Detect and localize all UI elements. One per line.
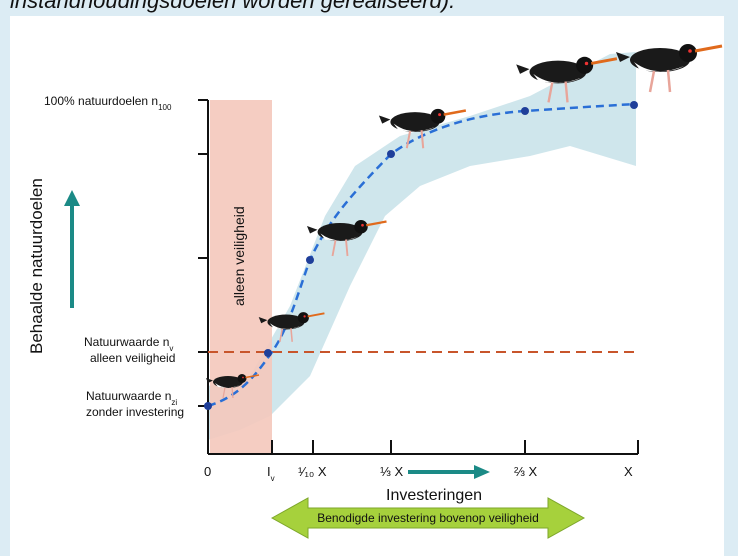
x-arrow-icon <box>474 465 490 479</box>
x-tick-two-thirds: ⅔ X <box>514 464 537 479</box>
safety-only-band <box>210 100 272 454</box>
nature-goals-curve <box>207 102 637 408</box>
label-nzi-line2: zonder investering <box>86 405 184 419</box>
diagram-panel: alleen veiligheid Behaalde natuurdoelen <box>10 16 724 556</box>
x-tick-third: ⅓ X <box>380 464 403 479</box>
x-axis-ticks <box>271 440 639 454</box>
y-arrow-icon <box>64 190 80 206</box>
x-tick-x: X <box>624 464 633 479</box>
x-tick-0: 0 <box>204 464 211 479</box>
x-tick-tenth: ¹⁄₁₀ X <box>298 464 327 479</box>
y-axis-ticks <box>198 99 208 407</box>
label-nzi-line1: Natuurwaarde nzi <box>86 389 177 407</box>
y-axis-title: Behaalde natuurdoelen <box>27 178 46 354</box>
green-arrow-label: Benodigde investering bovenop veiligheid <box>317 511 539 525</box>
label-nv-line2: alleen veiligheid <box>90 351 175 365</box>
caption-bar: instandhoudingsdoelen worden gerealiseer… <box>0 0 738 16</box>
label-100-percent: 100% natuurdoelen n100 <box>44 94 172 112</box>
label-nv-line1: Natuurwaarde nv <box>84 335 173 353</box>
safety-band-label: alleen veiligheid <box>231 206 247 306</box>
uncertainty-band <box>208 52 636 440</box>
curve-points <box>204 101 638 410</box>
green-double-arrow <box>270 497 586 539</box>
caption-text: instandhoudingsdoelen worden gerealiseer… <box>10 0 456 13</box>
investment-diagram: alleen veiligheid Behaalde natuurdoelen <box>27 42 724 539</box>
x-tick-iv: Iv <box>267 464 275 483</box>
x-axis-title: Investeringen <box>386 487 482 504</box>
